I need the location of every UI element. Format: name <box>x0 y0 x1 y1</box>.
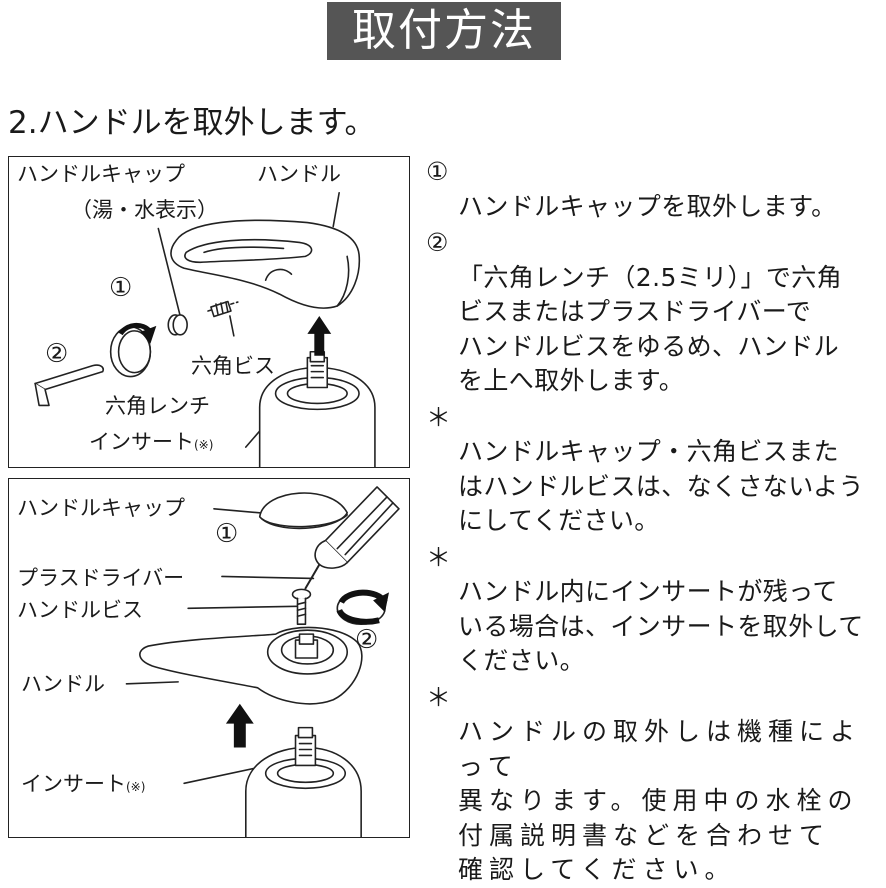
instruction-text: ハンドルキャップを取外します。 <box>458 191 837 221</box>
label-handle-screw: ハンドルビス <box>17 598 143 622</box>
instruction-text: ハンドルの取外しは機種によって 異なります。使用中の水栓の 付属説明書などを合わ… <box>458 717 862 884</box>
label-handle-cap: ハンドルキャップ <box>17 162 185 186</box>
label-hex-wrench: 六角レンチ <box>105 394 210 418</box>
label-cap-note: （湯・水表示） <box>71 198 218 222</box>
instruction-marker: ＊ <box>426 402 452 432</box>
label-insert-note: (※) <box>126 780 146 794</box>
instruction-marker: ① <box>426 157 449 186</box>
label-screwdriver: プラスドライバー <box>17 566 185 590</box>
instruction-marker: ＊ <box>426 542 452 572</box>
marker-2: ② <box>45 339 69 369</box>
label-insert-text: インサート <box>21 772 126 796</box>
step-heading: 2.ハンドルを取外します。 <box>8 105 376 141</box>
instruction-text: ハンドルキャップ・六角ビスまた はハンドルビスは、なくさないよう にしてください… <box>458 437 864 535</box>
label-insert: インサート(※) <box>89 429 213 458</box>
instruction-step-2: ② 「六角レンチ（2.5ミリ）」で六角 ビスまたはプラスドライバーで ハンドルビス… <box>426 226 884 399</box>
marker-1: ① <box>109 273 133 303</box>
page-title: 取付方法 <box>327 2 561 60</box>
label-insert: インサート(※) <box>21 771 145 800</box>
instruction-text: ハンドル内にインサートが残って いる場合は、インサートを取外して ください。 <box>458 577 864 675</box>
figure-hex-wrench-removal: ハンドルキャップ （湯・水表示） ハンドル ① ② 六角ビス 六角レンチ インサ… <box>8 156 410 468</box>
label-hex-screw: 六角ビス <box>191 354 275 378</box>
hex-wrench-illustration <box>34 191 376 467</box>
figure-screwdriver-removal: ハンドルキャップ ① プラスドライバー ハンドルビス ② ハンドル インサート(… <box>8 478 410 838</box>
instruction-note-2: ＊ハンドル内にインサートが残って いる場合は、インサートを取外して ください。 <box>426 541 884 679</box>
screwdriver-illustration <box>125 486 400 837</box>
instruction-note-1: ＊ハンドルキャップ・六角ビスまた はハンドルビスは、なくさないよう にしてくださ… <box>426 401 884 539</box>
instruction-list: ① ハンドルキャップを取外します。 ② 「六角レンチ（2.5ミリ）」で六角 ビスまた… <box>426 155 884 888</box>
marker-1: ① <box>215 519 239 549</box>
marker-2: ② <box>355 625 379 655</box>
label-handle-cap: ハンドルキャップ <box>17 496 185 520</box>
label-handle: ハンドル <box>21 672 105 696</box>
label-insert-note: (※) <box>194 438 214 452</box>
label-insert-text: インサート <box>89 430 194 454</box>
instruction-marker: ＊ <box>426 682 458 712</box>
instruction-step-1: ① ハンドルキャップを取外します。 <box>426 155 884 224</box>
instruction-text: 「六角レンチ（2.5ミリ）」で六角 ビスまたはプラスドライバーで ハンドルビスを… <box>458 262 843 396</box>
label-handle: ハンドル <box>257 162 341 186</box>
instruction-marker: ② <box>426 228 449 257</box>
instruction-note-3: ＊ハンドルの取外しは機種によって 異なります。使用中の水栓の 付属説明書などを合… <box>426 681 884 888</box>
